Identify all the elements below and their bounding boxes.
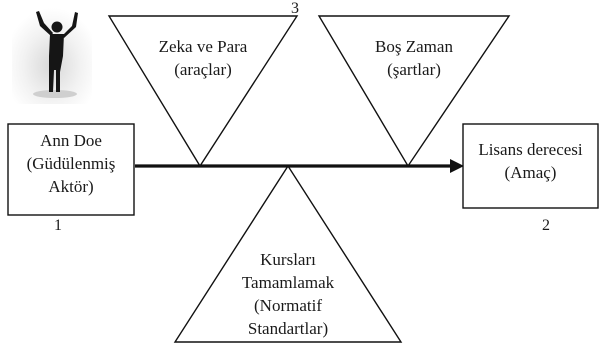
conditions-triangle [317,15,511,168]
actor-role-line1: (Güdülenmiş [26,154,116,173]
person-arms-raised-icon [12,8,92,104]
norms-line4: Standartlar) [247,319,329,338]
actor-name: Ann Doe [40,131,102,150]
goal-subtitle: (Amaç) [504,163,557,182]
arrow-head-icon [450,159,464,173]
means-subtitle: (araçlar) [174,60,232,79]
norms-line2: Tamamlamak [241,273,335,292]
top-number: 3 [291,0,299,17]
conditions-title: Boş Zaman [375,37,453,56]
goal-number: 2 [542,217,550,234]
means-title: Zeka ve Para [158,37,248,56]
norms-triangle [173,164,403,343]
actor-box [7,123,135,216]
goal-title: Lisans derecesi [478,140,583,159]
means-triangle [107,15,299,168]
conditions-subtitle: (şartlar) [387,60,441,79]
actor-role-line2: Aktör) [48,177,94,196]
actor-number: 1 [54,217,62,234]
goal-box [462,123,599,209]
norms-line3: (Normatif [254,296,322,315]
norms-line1: Kursları [260,250,316,269]
